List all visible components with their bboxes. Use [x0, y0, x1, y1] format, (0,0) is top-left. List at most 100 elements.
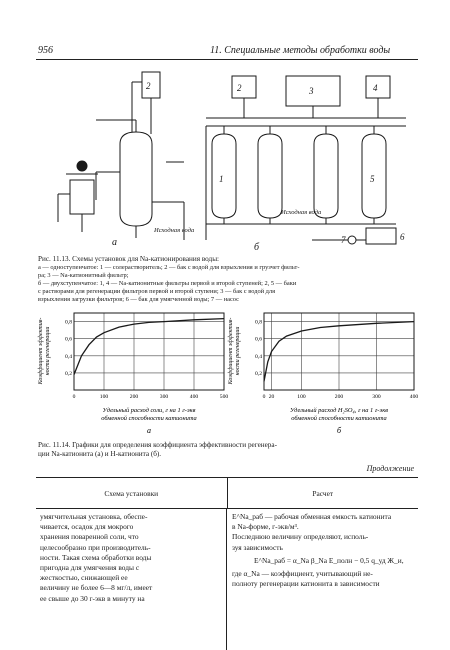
chart-a-xtick-label: 500	[220, 394, 229, 400]
caption-line: Рис. 11.13. Схемы установок для Na-катио…	[38, 255, 220, 263]
tank-2-a	[141, 71, 161, 99]
filter-1-b-left	[211, 133, 237, 219]
caption-line: взрыхления загрузки фильтров; 6 — бак дл…	[38, 296, 239, 303]
chart-a-frame	[73, 312, 225, 391]
figure-11-14-caption: Рис. 11.14. Графики для определения коэф…	[38, 441, 277, 459]
chart-a-ytick-label: 0,8	[65, 320, 72, 326]
figure-11-13-letter-b: б	[254, 242, 260, 253]
label-num-3: 3	[308, 86, 314, 96]
chart-b-xlabel-1: Удельный расход H₂SO₄, г на 1 г-экв	[290, 407, 388, 414]
chart-b-xtick-label: 400	[410, 394, 419, 400]
chart-b-xlabel-2: обменной способности катионита	[291, 415, 386, 422]
label-letter-a: а	[112, 237, 117, 247]
chart-b-ytick-label: 0,4	[255, 354, 262, 360]
header-rule	[36, 59, 418, 60]
table-col2-line: Последнюю величину определяют, исполь-	[232, 532, 369, 542]
chart-a-ticks: 0,2 0,4 0,6 0,8 0 100 200 300 400 500	[65, 320, 228, 400]
chart-b-xtick-label: 0	[263, 394, 266, 400]
page-number: 956	[38, 45, 53, 56]
chart-a-grid	[74, 313, 225, 390]
chart-b-grid	[264, 313, 415, 390]
chart-b-ytick-label: 0,6	[255, 337, 262, 343]
chart-a-ytick-label: 0,6	[65, 337, 72, 343]
chart-b-xtick-label: 200	[335, 394, 344, 400]
table-col2-line: полноту регенерации катионита в зависимо…	[232, 579, 380, 589]
chart-b-ytick-label: 0,2	[255, 371, 262, 377]
table-header-row: Схема установки Расчет	[36, 478, 418, 508]
chart-a-xlabel-2: обменной способности катионита	[101, 415, 196, 422]
caption-line: а — одноступенчатое: 1 — солерастворител…	[38, 264, 300, 271]
chart-b-xtick-label: 300	[372, 394, 381, 400]
chart-a-xtick-label: 300	[160, 394, 169, 400]
label-num-2-a: 2	[146, 81, 151, 91]
filter-4-b-left	[313, 133, 339, 219]
figure-11-13-caption: Рис. 11.13. Схемы установок для Na-катио…	[38, 255, 299, 304]
label-source-water-b: Исходная вода	[280, 209, 321, 216]
chart-a-ylabel-1: Коэффициент эффектив-	[37, 318, 44, 386]
chart-a-ylabel-2: ности регенерации	[45, 327, 51, 376]
table-header-col1: Схема установки	[36, 478, 228, 508]
table-col1-body: умягчительная установка, обеспе- чиваетс…	[40, 512, 222, 604]
table-col1-line: пригодна для умягчения воды с	[40, 563, 140, 573]
chart-b-xtick-label: 20	[269, 394, 275, 400]
table-col1-line: жесткостью, снижающей ее	[40, 573, 128, 583]
chart-b-frame	[263, 312, 415, 391]
label-num-2-b: 2	[237, 83, 242, 93]
chart-b-ylabel-1: Коэффициент эффектив-	[227, 318, 234, 386]
table-col2-body: E^Na_раб — рабочая обменная емкость кати…	[232, 512, 418, 589]
caption-line: с растворами для регенерации фильтров пе…	[38, 288, 276, 295]
label-source-water-a: Исходная вода	[153, 227, 194, 234]
chart-a-xtick-label: 400	[190, 394, 199, 400]
label-num-4: 4	[373, 83, 378, 93]
table-column-divider	[226, 508, 227, 650]
chart-a-ytick-label: 0,2	[65, 371, 72, 377]
table-header-rule	[36, 508, 418, 509]
chart-a-letter: а	[147, 426, 151, 435]
table-col1-line: чивается, осадок для мокрого	[40, 522, 134, 532]
table-col2-line: где α_Na — коэффициент, учитывающий не-	[232, 569, 373, 579]
chart-a-xlabel-1: Удельный расход соли, г на 1 г-экв	[103, 407, 196, 414]
label-num-7: 7	[341, 235, 346, 245]
chart-a-xtick-label: 100	[100, 394, 109, 400]
filter-3-a	[119, 131, 153, 227]
chart-a-ytick-label: 0,4	[65, 354, 72, 360]
caption-line: ра; 3 — Na-катионитный фильтр;	[38, 272, 129, 279]
chart-a-xtick-label: 0	[73, 394, 76, 400]
caption-line: Рис. 11.14. Графики для определения коэф…	[38, 441, 277, 449]
caption-line: ции Na-катионита (а) и H-катионита (б).	[38, 450, 162, 458]
tank-6-b	[365, 227, 397, 245]
table-col2-line: в Na-форме, г-экв/м³.	[232, 522, 299, 532]
table-col1-line: целесообразно при производитель-	[40, 542, 151, 552]
chart-a-xtick-label: 200	[130, 394, 139, 400]
pump-7-b	[347, 235, 357, 245]
table-col2-line: E^Na_раб — рабочая обменная емкость кати…	[232, 512, 392, 521]
table-col2-line: зуя зависимость	[232, 542, 283, 552]
table-col1-line: ности. Такая схема обработки воды	[40, 552, 152, 562]
table-top-rule	[36, 477, 418, 478]
table-continuation-label: Продолжение	[366, 464, 414, 473]
chart-a-series-line	[73, 317, 225, 375]
label-num-6: 6	[400, 232, 405, 242]
table-col1-line: ее свыше до 30 г-экв в минуту на	[40, 593, 145, 603]
figure-11-14-chart-a: 0,2 0,4 0,6 0,8 0 100 200 300 400 500 Коэффициент…	[37, 312, 228, 435]
table-col2-formula: E^Na_раб = α_Na β_Na E_полн − 0,5 q_уд Ж…	[254, 555, 404, 565]
table-header-col2: Расчет	[312, 488, 334, 498]
chart-b-ytick-label: 0,8	[255, 320, 262, 326]
filter-4-b-right	[361, 133, 387, 219]
figure-11-13-diagram: 2 2 3 4 1 5 6 7 Исходная вода Исходная в…	[57, 71, 406, 247]
running-header: 11. Специальные методы обработки воды	[210, 45, 391, 56]
table-col1-line: умягчительная установка, обеспе-	[40, 512, 148, 521]
chart-b-series-line	[263, 320, 415, 382]
table-col1-line: величину не более 6—8 мг/л, имеет	[40, 583, 153, 593]
tank-5-b	[365, 75, 391, 99]
tank-2-b	[231, 75, 257, 99]
chart-b-xtick-label: 100	[297, 394, 306, 400]
chart-b-letter: б	[337, 426, 342, 435]
label-num-5: 5	[370, 174, 375, 184]
salt-dissolver-1-a	[69, 179, 95, 215]
filter-1-b-right	[257, 133, 283, 219]
label-num-1: 1	[219, 174, 224, 184]
chart-b-ylabel-2: ности регенерации	[235, 327, 241, 376]
